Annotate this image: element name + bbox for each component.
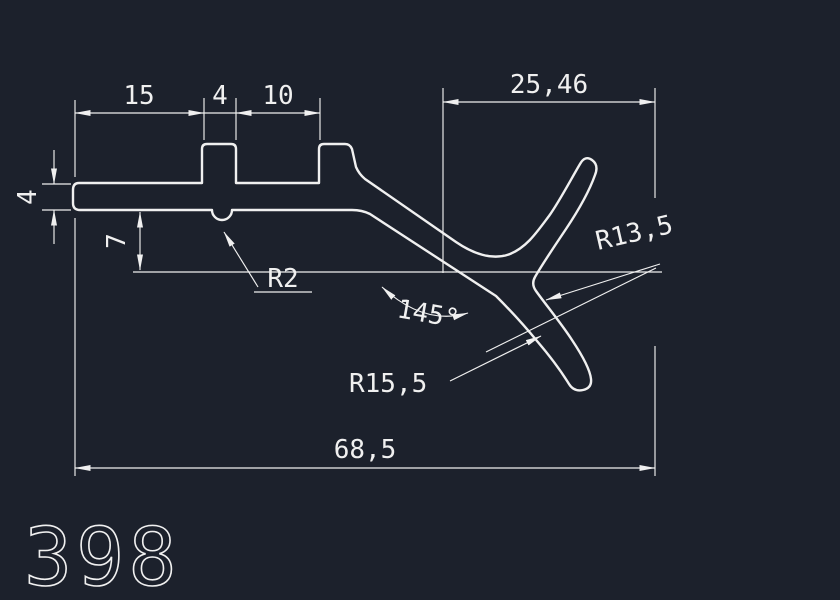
part-number: 398 — [24, 511, 181, 600]
dim-label-4-top: 4 — [212, 81, 228, 111]
profile-cross-section — [71, 142, 598, 392]
dimension-labels: 15 4 10 25,46 4 7 R2 145° R13,5 R15,5 68… — [13, 70, 676, 465]
dimension-lines — [51, 99, 656, 471]
angle-arc-145 — [381, 286, 469, 321]
leader-r15-5 — [449, 335, 542, 382]
dim-label-25-46: 25,46 — [510, 70, 588, 100]
dim-label-r13-5: R13,5 — [593, 210, 676, 257]
dim-label-r15-5: R15,5 — [349, 369, 427, 399]
dim-label-r2: R2 — [267, 264, 298, 294]
dim-label-145: 145° — [395, 294, 462, 334]
leader-r13-5 — [545, 263, 661, 301]
dim-label-7: 7 — [102, 233, 132, 249]
extension-lines — [42, 88, 662, 476]
dim-label-10: 10 — [262, 81, 293, 111]
leader-r2 — [223, 231, 259, 288]
dim-label-68-5: 68,5 — [334, 435, 397, 465]
leader-lines — [223, 231, 661, 382]
dim-label-4-left: 4 — [13, 189, 43, 205]
leader-r13-5-extension — [485, 267, 657, 353]
dim-label-15: 15 — [123, 81, 154, 111]
profile-outline — [71, 142, 598, 392]
